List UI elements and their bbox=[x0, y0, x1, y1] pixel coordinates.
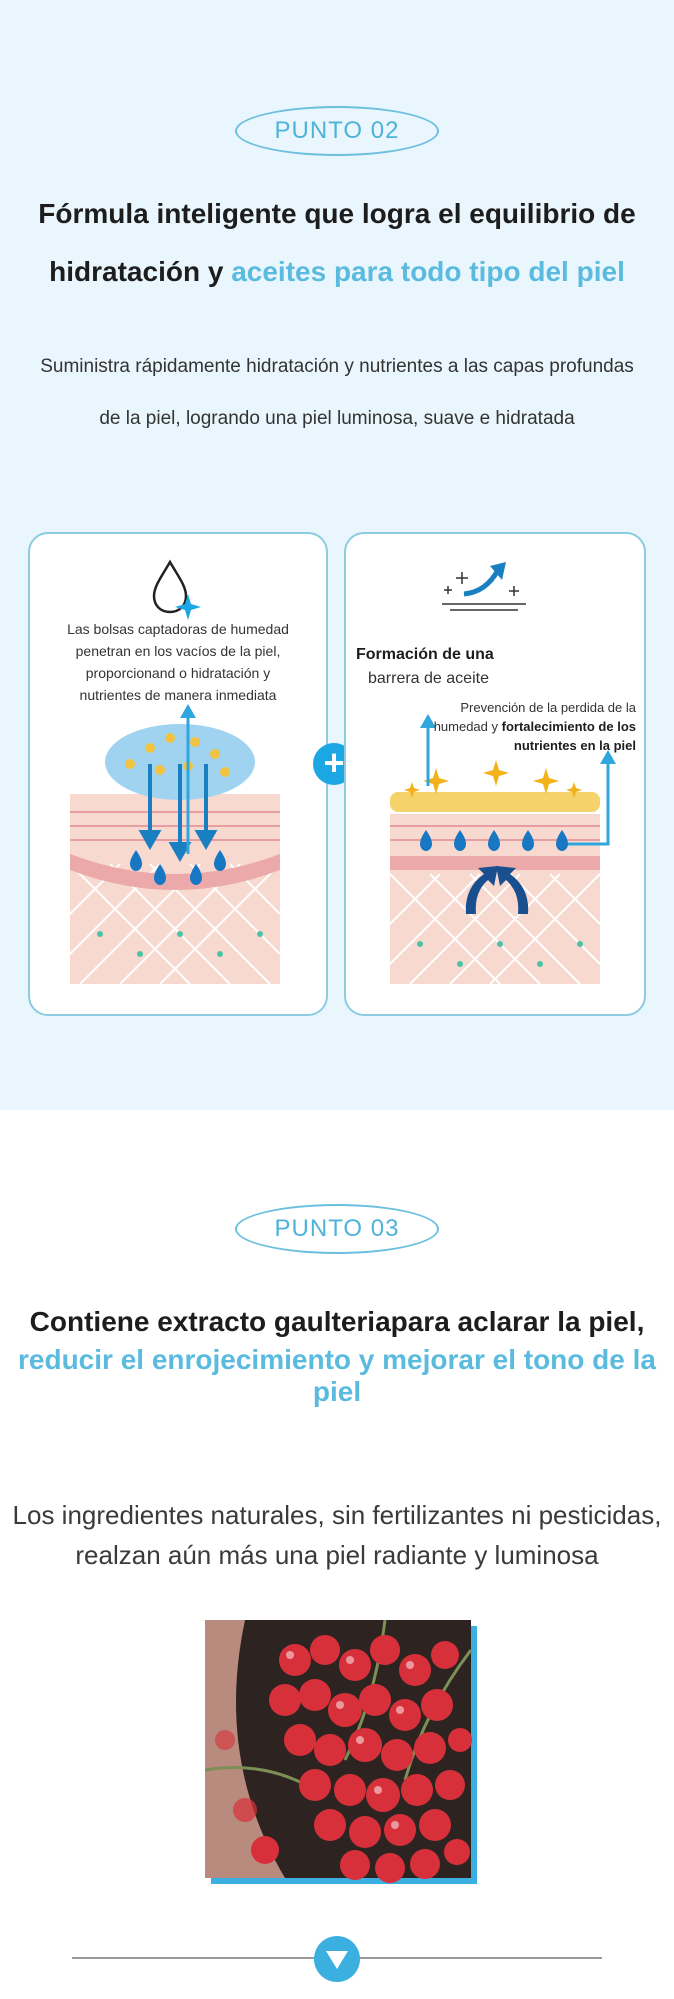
hydration-illustration bbox=[69, 559, 281, 985]
card-line: Las bolsas captadoras de humedad bbox=[67, 621, 289, 637]
section1-subtitle-line1: Suministra rápidamente hidratación y nut… bbox=[40, 356, 634, 377]
barrier-desc-line3: nutrientes en la piel bbox=[406, 736, 636, 755]
barrier-heading: Formación de una bbox=[356, 646, 494, 663]
barrier-desc-line1: Prevención de la perdida de la bbox=[460, 700, 636, 715]
section1-title-line1: Fórmula inteligente que logra el equilib… bbox=[38, 198, 636, 229]
card-line: proporcionand o hidratación y bbox=[85, 665, 271, 681]
barrier-heading-sub: barrera de aceite bbox=[368, 670, 489, 687]
card-line: penetran en los vacíos de la piel, bbox=[75, 643, 281, 659]
barrier-desc-line2: humedad y fortalecimiento de los bbox=[406, 717, 636, 736]
punto-02-badge: PUNTO 02 bbox=[235, 106, 439, 156]
title-plain: hidratación y bbox=[49, 256, 232, 287]
scroll-down-button[interactable] bbox=[314, 1936, 360, 1982]
section1-subtitle-line2: de la piel, logrando una piel luminosa, … bbox=[99, 408, 575, 429]
section2-subtitle-line1: Los ingredientes naturales, sin fertiliz… bbox=[12, 1500, 662, 1530]
chevron-down-icon bbox=[326, 1951, 348, 1969]
berries-photo bbox=[205, 1620, 477, 1884]
title-accent: aceites para todo tipo del piel bbox=[231, 256, 625, 287]
section2-title-line1: Contiene extracto gaulteriapara aclarar … bbox=[29, 1306, 645, 1337]
water-drop-sparkle-icon bbox=[152, 559, 201, 620]
card-hydration: Las bolsas captadoras de humedad penetra… bbox=[28, 532, 328, 1016]
barrier-desc-bold: fortalecimiento de los bbox=[501, 719, 636, 734]
punto-03-badge: PUNTO 03 bbox=[235, 1204, 439, 1254]
section2-subtitle-line2: realzan aún más una piel radiante y lumi… bbox=[75, 1540, 599, 1570]
sparkle-arrow-barrier-icon bbox=[442, 562, 526, 611]
barrier-desc-bold2: nutrientes en la piel bbox=[513, 738, 636, 753]
card-oil-barrier: Formación de una barrera de aceite Preve… bbox=[344, 532, 646, 1016]
card-hydration-text: Las bolsas captadoras de humedad penetra… bbox=[30, 618, 326, 706]
card-line: nutrientes de manera inmediata bbox=[79, 687, 277, 703]
section1-title-line2: hidratación y aceites para todo tipo del… bbox=[0, 256, 674, 288]
barrier-description: Prevención de la perdida de la humedad y… bbox=[406, 698, 636, 755]
section2-title-line2: reducir el enrojecimiento y mejorar el t… bbox=[18, 1344, 656, 1407]
oil-barrier-illustration bbox=[389, 562, 616, 985]
barrier-desc-plain: humedad y bbox=[433, 719, 502, 734]
